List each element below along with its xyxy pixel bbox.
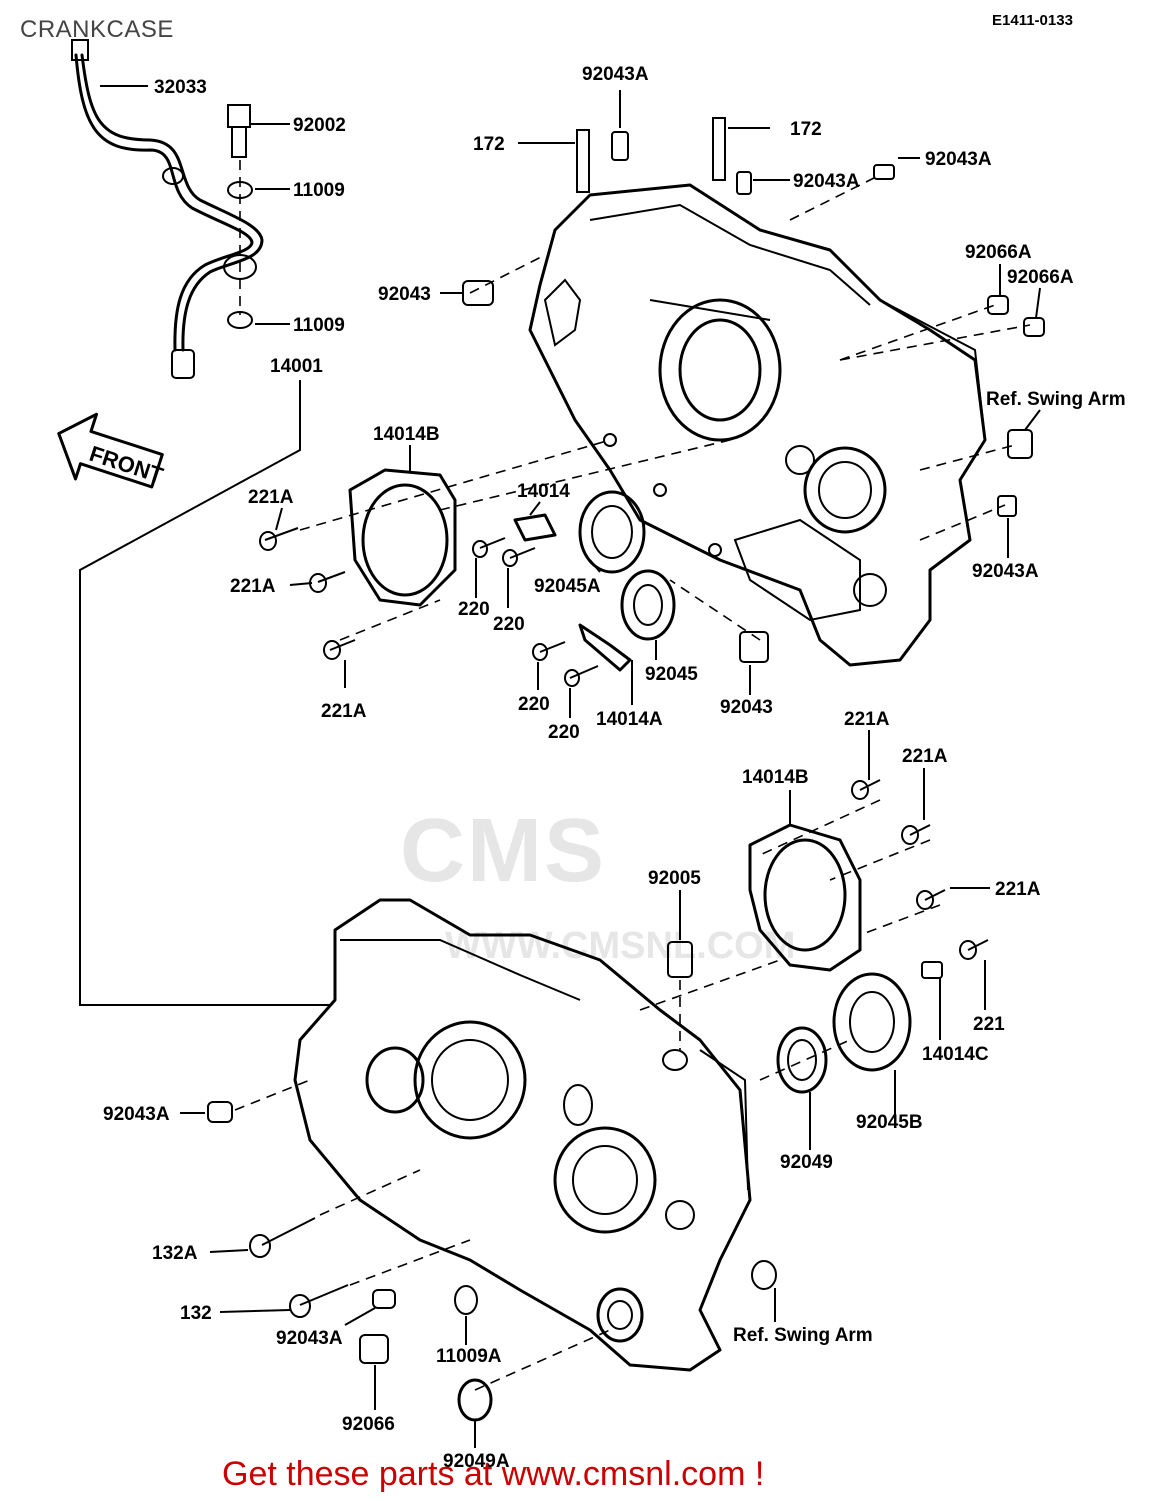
part-labels: 32033 92002 11009 11009 14001 92043A 172… — [103, 64, 1126, 1472]
ref-swing-arm-low: Ref. Swing Arm — [733, 1325, 873, 1346]
part-172-left: 172 — [473, 134, 505, 155]
dashed-alignment-lines — [234, 174, 1031, 1391]
part-221a-3: 221A — [321, 701, 367, 722]
part-221a-2: 221A — [230, 576, 276, 597]
bearings-upper — [578, 490, 676, 641]
part-92066: 92066 — [342, 1414, 395, 1435]
ref-swing-arm-top: Ref. Swing Arm — [986, 389, 1126, 410]
watermark-url: WWW.CMSNL.COM — [445, 925, 796, 967]
part-92045b: 92045B — [856, 1112, 923, 1133]
part-14014b-top: 14014B — [373, 424, 440, 445]
part-221a-1: 221A — [248, 487, 294, 508]
retainer-plates — [513, 513, 632, 672]
left-crankcase — [293, 898, 752, 1372]
banjo-bolt — [227, 104, 253, 329]
diagram-code: E1411-0133 — [992, 12, 1073, 29]
part-220-2: 220 — [493, 614, 525, 635]
part-132a: 132A — [152, 1243, 198, 1264]
part-92043a-rlow: 92043A — [972, 561, 1039, 582]
14001-bracket-line — [79, 380, 330, 1006]
part-11009a: 11009A — [436, 1346, 502, 1367]
part-92066a-b: 92066A — [1007, 267, 1074, 288]
part-172-right: 172 — [790, 119, 822, 140]
part-14014: 14014 — [517, 481, 570, 502]
part-92043a-mid: 92043A — [793, 171, 860, 192]
part-14014a: 14014A — [596, 709, 663, 730]
watermark-logo: CMS — [400, 801, 606, 901]
part-221: 221 — [973, 1014, 1005, 1035]
front-label: FRONT — [86, 441, 166, 488]
part-92043a-right: 92043A — [925, 149, 992, 170]
part-92049: 92049 — [780, 1152, 833, 1173]
part-132: 132 — [180, 1303, 212, 1324]
part-221a-6: 221A — [995, 879, 1041, 900]
part-220-4: 220 — [548, 722, 580, 743]
part-92002: 92002 — [293, 115, 346, 136]
part-92043a-low: 92043A — [276, 1328, 343, 1349]
part-92043a-left: 92043A — [103, 1104, 170, 1125]
page-title: CRANKCASE — [20, 16, 174, 43]
part-14014b-low: 14014B — [742, 767, 809, 788]
screws-upper — [259, 527, 599, 687]
part-92043-left: 92043 — [378, 284, 431, 305]
part-32033: 32033 — [154, 77, 207, 98]
part-220-3: 220 — [518, 694, 550, 715]
footer-link[interactable]: Get these parts at www.cmsnl.com ! — [222, 1455, 765, 1493]
part-92066a-a: 92066A — [965, 242, 1032, 263]
part-221a-5: 221A — [902, 746, 948, 767]
seal-holder-upper — [348, 468, 457, 607]
screws-lower — [249, 779, 989, 1318]
oil-pipe — [71, 39, 264, 379]
part-92043a-top: 92043A — [582, 64, 649, 85]
right-crankcase — [528, 183, 987, 667]
lower-parts — [207, 823, 943, 1422]
front-arrow-icon: FRONT — [57, 412, 167, 489]
part-14014c: 14014C — [922, 1044, 989, 1065]
part-92045a: 92045A — [534, 576, 601, 597]
part-14001: 14001 — [270, 356, 323, 377]
part-92045: 92045 — [645, 664, 698, 685]
upper-studs — [462, 117, 1045, 663]
part-11009-b: 11009 — [293, 315, 345, 336]
part-92005: 92005 — [648, 868, 701, 889]
leader-lines — [100, 85, 1041, 1448]
part-11009-a: 11009 — [293, 180, 345, 201]
part-220-1: 220 — [458, 599, 490, 620]
part-221a-4: 221A — [844, 709, 890, 730]
part-92049a: 92049A — [443, 1451, 510, 1472]
part-92043-bottom: 92043 — [720, 697, 773, 718]
